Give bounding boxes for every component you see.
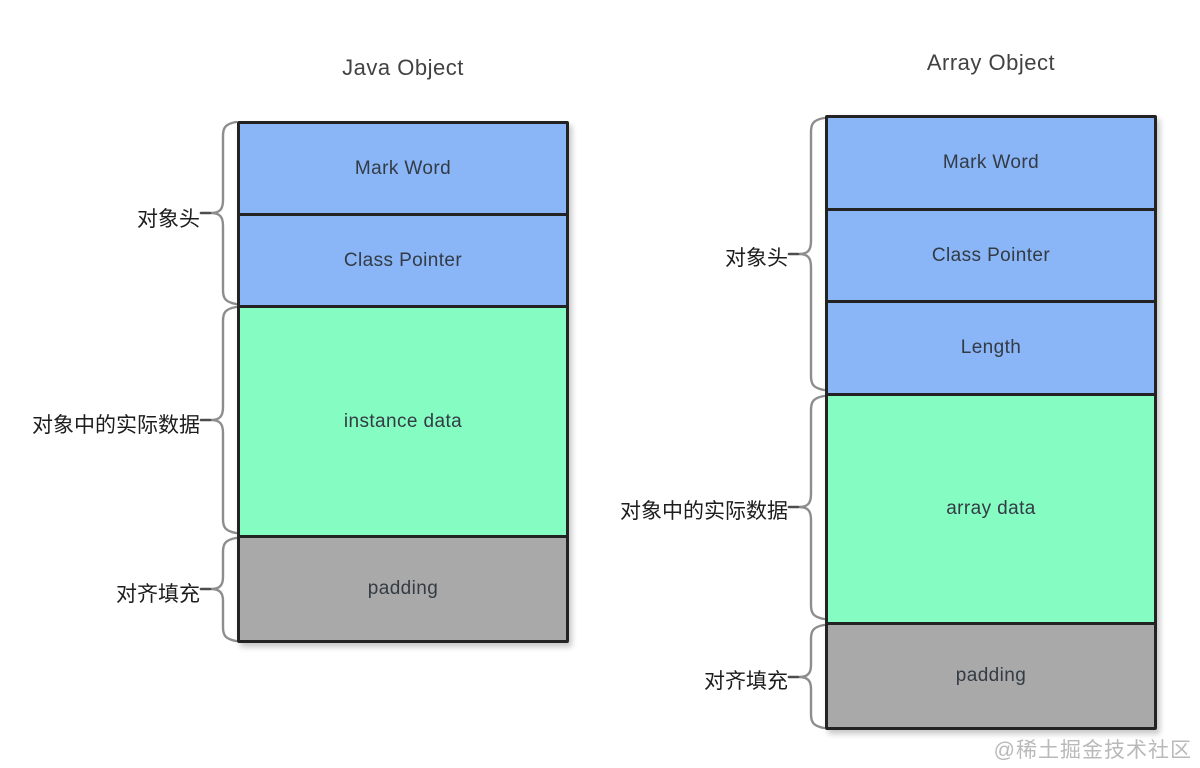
java-label-object-header: 对象头	[137, 208, 200, 231]
array-label-object-header: 对象头	[725, 247, 788, 270]
array-block-length: Length	[828, 300, 1154, 393]
java-label-align-padding: 对齐填充	[116, 583, 200, 606]
array-label-actual-data: 对象中的实际数据	[620, 500, 788, 523]
brace-java-instance-data	[210, 305, 238, 535]
brace-array-data	[798, 394, 826, 621]
array-block-class-pointer: Class Pointer	[828, 208, 1154, 300]
java-label-actual-data: 对象中的实际数据	[32, 414, 200, 437]
array-block-array-data: array data	[828, 393, 1154, 622]
brace-java-padding	[210, 536, 238, 643]
brace-java-object-header	[210, 120, 238, 306]
java-block-padding: padding	[240, 535, 566, 640]
array-label-align-padding: 对齐填充	[704, 670, 788, 693]
array-block-padding: padding	[828, 622, 1154, 727]
brace-array-padding	[798, 623, 826, 730]
java-object-stack: Mark Word Class Pointer instance data pa…	[237, 121, 569, 643]
array-block-mark-word: Mark Word	[828, 118, 1154, 208]
java-block-mark-word: Mark Word	[240, 124, 566, 213]
watermark: @稀土掘金技术社区	[993, 739, 1192, 762]
array-object-stack: Mark Word Class Pointer Length array dat…	[825, 115, 1157, 730]
java-block-instance-data: instance data	[240, 305, 566, 535]
array-object-title: Array Object	[926, 50, 1056, 75]
brace-array-object-header	[798, 116, 826, 392]
java-block-class-pointer: Class Pointer	[240, 213, 566, 305]
java-object-title: Java Object	[342, 55, 464, 80]
